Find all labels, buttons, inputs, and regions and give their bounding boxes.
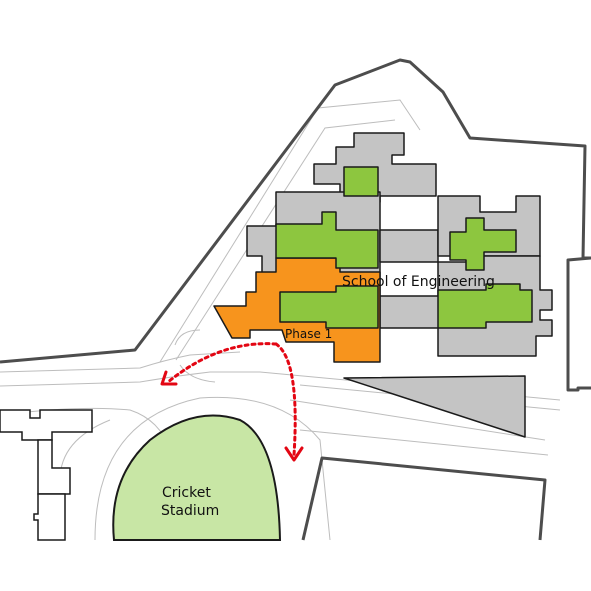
west-building-3: [33, 493, 66, 541]
road-diagonal-inner: [175, 119, 396, 361]
road-east-2: [289, 399, 546, 441]
courtyard-west: [275, 211, 379, 269]
courtyard-southeast: [437, 283, 533, 329]
arrowhead-west-icon: [160, 370, 178, 386]
arrowheads: [160, 370, 304, 462]
stadium-label-line1: Cricket: [162, 485, 211, 501]
arrow-south-path: [274, 342, 297, 457]
stadium-label-line2: Stadium: [161, 503, 219, 519]
road-curve-west: [0, 407, 171, 451]
boundary-east: [566, 256, 591, 392]
road-east-3: [299, 429, 549, 456]
green-courtyards: [275, 166, 533, 329]
school-of-engineering-label: School of Engineering: [342, 274, 495, 290]
arrow-west-path: [166, 342, 278, 384]
courtyard-east: [449, 217, 517, 271]
boundary-southeast: [301, 456, 547, 541]
boundary-north: [0, 58, 591, 364]
road-diagonal-outer: [159, 99, 421, 363]
cricket-stadium: [112, 414, 282, 541]
building-south-slab: [343, 375, 526, 438]
west-building-2: [37, 439, 71, 495]
building-central-link: [379, 229, 439, 263]
road-main-upper: [0, 351, 241, 373]
west-building-1: [0, 409, 93, 441]
courtyard-north: [343, 166, 379, 197]
road-main-lower: [0, 371, 561, 401]
arrowhead-south-icon: [284, 446, 304, 462]
circulation-arrows: [166, 342, 297, 457]
site-boundary: [0, 58, 591, 541]
phase1-label: Phase 1: [285, 327, 332, 341]
road-junction: [174, 329, 216, 383]
courtyard-southwest: [279, 285, 379, 329]
west-buildings: [0, 409, 93, 541]
